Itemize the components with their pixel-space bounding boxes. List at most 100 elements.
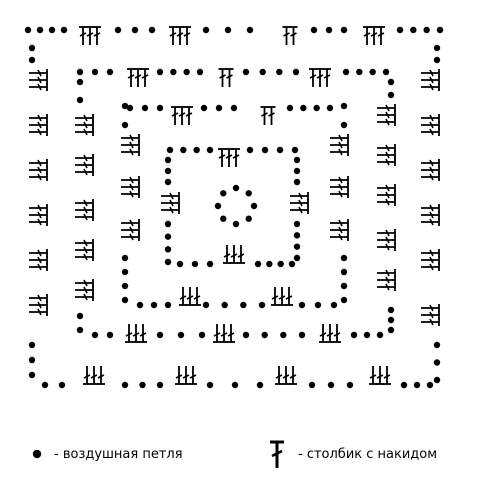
double-crochet-stitch <box>120 182 140 192</box>
chain-stitch-dot <box>292 68 300 76</box>
chain-stitch-dot <box>433 56 441 64</box>
chain-stitch-dot <box>230 104 238 112</box>
chain-stitch-dot <box>242 68 250 76</box>
chain-stitch-dot <box>164 258 172 266</box>
double-crochet-group <box>420 113 440 137</box>
double-crochet-stitch <box>420 303 440 313</box>
double-crochet-stitch <box>82 365 92 385</box>
double-crochet-group <box>28 68 48 92</box>
double-crochet-stitch <box>420 82 440 92</box>
chain-stitch-dot <box>240 301 247 309</box>
chain-stitch-dot <box>164 178 172 186</box>
double-crochet-group <box>376 183 396 207</box>
double-crochet-stitch <box>28 203 48 213</box>
double-crochet-stitch <box>192 286 202 306</box>
chain-stitch-dot <box>121 121 129 129</box>
double-crochet-stitch <box>28 255 48 265</box>
double-crochet-stitch <box>28 75 48 85</box>
chain-stitch-dot <box>325 26 333 34</box>
double-crochet-stitch <box>28 210 48 220</box>
chain-stitch-dot <box>215 104 223 112</box>
chain-stitch-dot <box>242 331 250 339</box>
chain-stitch-dot <box>231 381 239 389</box>
double-crochet-stitch <box>329 182 349 192</box>
double-crochet-stitch <box>368 365 378 385</box>
double-crochet-group <box>178 286 202 306</box>
double-crochet-stitch <box>376 117 396 127</box>
chain-stitch-dot <box>369 68 376 76</box>
chain-stitch-dot <box>121 282 129 290</box>
double-crochet-stitch <box>74 198 94 208</box>
double-crochet-stitch <box>277 286 287 306</box>
double-crochet-stitch <box>217 148 227 168</box>
double-crochet-group <box>308 68 332 88</box>
chain-stitch-dot <box>426 381 434 389</box>
double-crochet-stitch <box>28 127 48 137</box>
chain-stitch-dot <box>164 220 172 228</box>
chain-stitch-dot <box>387 78 395 86</box>
double-crochet-stitch <box>420 120 440 130</box>
double-crochet-stitch <box>315 68 325 88</box>
double-crochet-group <box>420 158 440 182</box>
chain-stitch-dot <box>150 301 158 309</box>
double-crochet-group <box>329 218 349 242</box>
double-crochet-stitch <box>28 158 48 168</box>
ring-chain-dot <box>220 215 227 222</box>
double-crochet-group <box>174 365 198 385</box>
chain-stitch-dot <box>314 301 322 309</box>
chain-stitch-dot <box>293 232 301 239</box>
double-crochet-group <box>217 148 241 168</box>
double-crochet-stitch <box>376 183 396 193</box>
double-crochet-group <box>120 133 140 157</box>
chain-stitch-dot <box>166 146 174 154</box>
chain-stitch-dot <box>24 26 32 34</box>
chain-stitch-dot <box>106 331 114 339</box>
double-crochet-stitch <box>175 26 185 46</box>
double-crochet-group <box>74 278 94 302</box>
double-crochet-stitch <box>420 310 440 320</box>
double-crochet-stitch <box>274 365 284 385</box>
ring-chain-dot <box>220 190 227 197</box>
chain-stitch-dot <box>156 331 164 339</box>
double-crochet-group <box>420 68 440 92</box>
chain-stitch-dot <box>423 26 430 34</box>
double-crochet-stitch <box>185 286 195 306</box>
double-crochet-stitch <box>28 248 48 258</box>
double-crochet-stitch <box>420 165 440 175</box>
double-crochet-stitch <box>74 212 94 222</box>
double-crochet-group <box>259 106 277 126</box>
double-crochet-stitch <box>308 68 318 88</box>
double-crochet-stitch <box>138 323 148 343</box>
double-crochet-stitch <box>160 205 180 215</box>
chain-stitch-dot <box>164 233 172 240</box>
chain-stitch-dot <box>340 102 348 110</box>
double-crochet-group <box>74 113 94 137</box>
chain-stitch-dot <box>76 78 84 86</box>
chain-stitch-dot <box>277 260 284 268</box>
chain-stitch-dot <box>148 26 156 34</box>
double-crochet-stitch <box>420 127 440 137</box>
chain-stitch-dot <box>164 301 172 309</box>
chain-stitch-dot <box>91 68 99 76</box>
double-crochet-stitch <box>174 365 184 385</box>
double-crochet-stitch <box>376 197 396 207</box>
double-crochet-stitch <box>160 191 180 201</box>
chain-stitch-dot <box>193 146 200 154</box>
chain-stitch-dot <box>164 167 172 175</box>
double-crochet-stitch <box>420 317 440 327</box>
chain-stitch-dot <box>177 331 185 339</box>
chain-stitch-dot <box>436 26 444 34</box>
chain-stitch-dot <box>76 96 84 104</box>
double-crochet-group <box>318 323 342 343</box>
ring-chain-dot <box>232 220 240 228</box>
chain-stitch-dot <box>28 56 36 64</box>
double-crochet-group <box>74 198 94 222</box>
chain-stitch-dot <box>276 68 283 76</box>
double-crochet-stitch <box>376 157 396 167</box>
chain-stitch-dot <box>121 102 129 110</box>
double-crochet-group <box>289 191 309 215</box>
chain-stitch-dot <box>156 381 164 389</box>
double-crochet-group <box>217 68 235 88</box>
chain-stitch-dot <box>258 301 266 309</box>
chain-stitch-dot <box>164 156 172 164</box>
